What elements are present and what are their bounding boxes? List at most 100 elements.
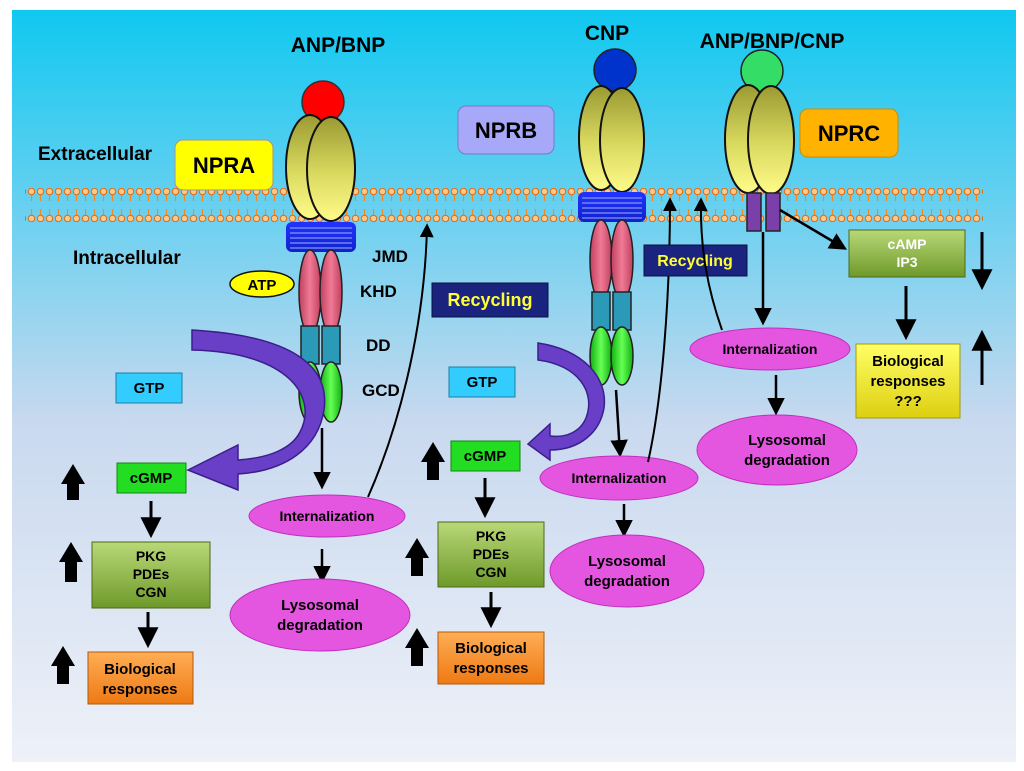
nprc-label-box	[799, 108, 899, 158]
nprb-internalization-label: Internalization	[572, 470, 667, 486]
nprb-up-arrow-responses	[405, 628, 429, 666]
nprc-tm-right	[765, 192, 781, 232]
npra-effector-pdes: PDEs	[133, 566, 170, 582]
nprb-internalization-ellipse	[539, 455, 699, 501]
nprb-up-arrow-cgmp	[421, 442, 445, 480]
nprc-recycling-arrow	[693, 197, 723, 331]
nprb-transmembrane	[578, 192, 646, 222]
nprc-degradation-ellipse	[696, 414, 858, 486]
npra-responses-line1: Biological	[104, 661, 176, 678]
nprb-ecd-lobe-right	[599, 87, 645, 193]
nprc-ecd-lobe-right	[747, 85, 795, 195]
npra-dd-right	[321, 325, 341, 365]
nprc-responses-line1: Biological	[872, 353, 944, 370]
nprc-label: NPRC	[818, 121, 880, 146]
nprb-degradation-ellipse	[549, 534, 705, 608]
nprb-khd-left	[589, 219, 613, 301]
npra-label-box	[174, 139, 274, 191]
nprc-responses-box	[855, 343, 961, 419]
npra-dd-left	[300, 325, 320, 365]
extracellular-label: Extracellular	[38, 144, 153, 165]
nprc-responses-line3: ???	[894, 393, 922, 410]
npra-degradation-line1: Lysosomal	[281, 597, 359, 614]
nprb-dd-right	[612, 291, 632, 331]
domain-label-dd: DD	[366, 336, 391, 355]
npra-responses-box	[87, 651, 194, 705]
npra-recycling-arrow	[367, 223, 434, 498]
nprc-messenger-box	[848, 229, 966, 278]
nprb-degradation-line1: Lysosomal	[588, 553, 666, 570]
nprc-messenger-camp: cAMP	[888, 236, 927, 252]
npra-degradation-line2: degradation	[277, 617, 363, 634]
npra-effector-pkg: PKG	[136, 548, 166, 564]
npra-effector-box	[91, 541, 211, 609]
nprb-recycling-box	[643, 244, 748, 277]
nprb-label: NPRB	[475, 118, 537, 143]
nprb-effector-pdes: PDEs	[473, 546, 510, 562]
nprb-effector-box	[437, 521, 545, 588]
nprc-degradation-line1: Lysosomal	[748, 432, 826, 449]
nprb-gcd-right	[610, 326, 634, 386]
nprb-gtp-to-cgmp-arrow	[526, 342, 606, 462]
nprc-tm-left	[746, 192, 762, 232]
nprb-responses-line2: responses	[453, 660, 528, 677]
nprb-effector-pkg: PKG	[476, 528, 506, 544]
nprb-recycling-arrow	[647, 197, 677, 463]
nprb-responses-line1: Biological	[455, 640, 527, 657]
npra-up-arrow-responses	[51, 646, 75, 684]
nprc-internalization-label: Internalization	[723, 341, 818, 357]
nprb-degradation-line2: degradation	[584, 573, 670, 590]
npra-khd-right	[319, 249, 343, 335]
intracellular-label: Intracellular	[73, 248, 181, 269]
npra-cgmp-box	[116, 462, 187, 494]
nprb-recycling-label: Recycling	[657, 253, 733, 270]
nprb-receptor	[578, 48, 646, 386]
npra-internalization-label: Internalization	[280, 508, 375, 524]
nprc-degradation-line2: degradation	[744, 452, 830, 469]
nprb-gtp-box	[448, 366, 516, 398]
ligand-label-nprb: CNP	[585, 22, 629, 45]
nprc-arrow-to-messengers	[779, 208, 848, 250]
nprc-internalization-ellipse	[689, 327, 851, 371]
nprb-responses-box	[437, 631, 545, 685]
domain-label-khd: KHD	[360, 282, 397, 301]
nprb-ligand	[593, 48, 637, 92]
domain-label-jmd: JMD	[372, 247, 408, 266]
npra-label: NPRA	[193, 153, 255, 178]
nprc-messenger-ip3: IP3	[896, 254, 917, 270]
atp-label: ATP	[248, 277, 277, 294]
npra-ecd-lobe-right	[306, 116, 356, 222]
domain-label-gcd: GCD	[362, 381, 400, 400]
atp-ellipse	[229, 270, 295, 298]
npra-effector-cgn: CGN	[135, 584, 166, 600]
npra-khd-left	[298, 249, 322, 335]
nprb-up-arrow-effectors	[405, 538, 429, 576]
npra-responses-line2: responses	[102, 681, 177, 698]
nprb-khd-right	[610, 219, 634, 301]
npra-receptor	[285, 80, 356, 423]
ligand-label-nprc: ANP/BNP/CNP	[700, 30, 845, 53]
npra-transmembrane	[286, 222, 356, 252]
npra-gtp-label: GTP	[134, 380, 165, 397]
cell-membrane	[25, 188, 983, 222]
npra-recycling-box	[431, 282, 549, 318]
ligand-label-npra: ANP/BNP	[291, 34, 386, 57]
npra-cgmp-label: cGMP	[130, 470, 173, 487]
nprb-label-box	[457, 105, 555, 155]
nprb-gtp-label: GTP	[467, 374, 498, 391]
npra-gtp-box	[115, 372, 183, 404]
nprb-dd-left	[591, 291, 611, 331]
npra-degradation-ellipse	[229, 578, 411, 652]
nprb-cgmp-box	[450, 440, 521, 472]
nprc-responses-line2: responses	[870, 373, 945, 390]
npra-internalization-ellipse	[248, 494, 406, 538]
nprb-arrow-to-internalization	[610, 389, 628, 458]
npra-gtp-to-cgmp-arrow	[186, 329, 326, 492]
npra-recycling-label: Recycling	[447, 290, 532, 310]
nprc-receptor	[724, 49, 795, 232]
nprb-cgmp-label: cGMP	[464, 448, 507, 465]
npra-up-arrow-effectors	[59, 542, 83, 582]
npra-up-arrow-cgmp	[61, 464, 85, 500]
nprb-effector-cgn: CGN	[475, 564, 506, 580]
